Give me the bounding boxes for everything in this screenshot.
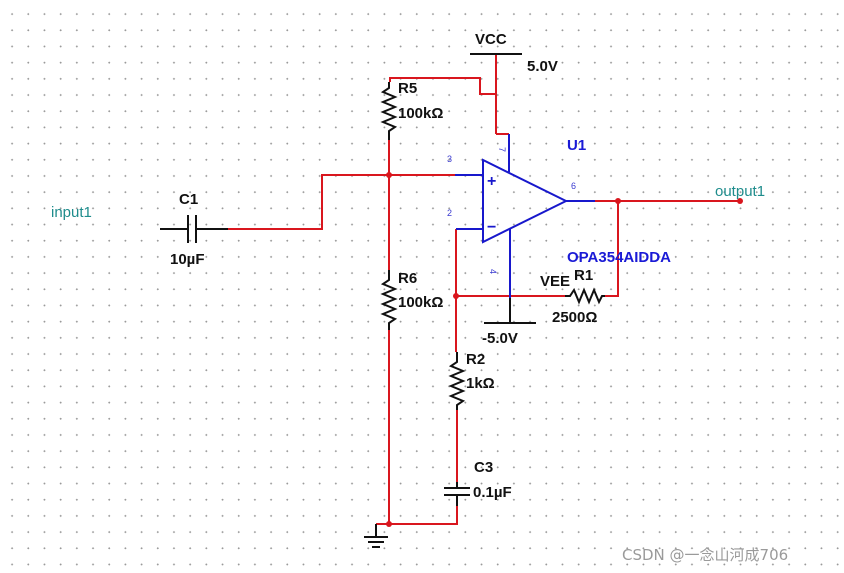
wire-r5-to-vcc xyxy=(389,77,496,95)
input-port-label[interactable]: input1 xyxy=(51,204,92,221)
junction-dot xyxy=(615,198,621,204)
wire-gnd-rail xyxy=(376,506,458,525)
vee-value: -5.0V xyxy=(482,330,518,347)
junction-dot xyxy=(453,293,459,299)
vcc-value: 5.0V xyxy=(527,58,558,75)
minus-sign: − xyxy=(487,219,496,236)
r5-label: R5 xyxy=(398,80,417,97)
u1-label: U1 xyxy=(567,137,586,154)
output-port-dot[interactable] xyxy=(737,198,743,204)
r2-label: R2 xyxy=(466,351,485,368)
plus-sign: + xyxy=(487,173,496,190)
c1-value: 10µF xyxy=(170,251,205,268)
r6-label: R6 xyxy=(398,270,417,287)
junction-dot xyxy=(386,172,392,178)
pin-3-number: 3 xyxy=(447,154,452,164)
watermark: CSDN @一念山河成706 xyxy=(622,546,788,564)
vee-label: VEE xyxy=(540,273,570,290)
resistor-r1[interactable] xyxy=(565,287,605,305)
junctions xyxy=(386,172,743,527)
c3-value: 0.1µF xyxy=(473,484,512,501)
output-port-label[interactable]: output1 xyxy=(715,183,765,200)
wire-feedback xyxy=(605,201,619,297)
pin-2-number: 2 xyxy=(447,208,452,218)
c3-label: C3 xyxy=(474,459,493,476)
resistor-r6[interactable] xyxy=(380,270,398,330)
wires xyxy=(228,54,740,525)
u1-model: OPA354AIDDA xyxy=(567,249,671,266)
resistor-r2[interactable] xyxy=(448,352,466,410)
r1-label: R1 xyxy=(574,267,593,284)
opamp-triangle xyxy=(482,158,569,244)
junction-dot xyxy=(386,521,392,527)
resistor-r5[interactable] xyxy=(380,82,398,140)
r6-value: 100kΩ xyxy=(398,294,443,311)
capacitor-c1[interactable] xyxy=(160,215,228,243)
ground-icon[interactable] xyxy=(364,524,388,548)
r1-value: 2500Ω xyxy=(552,309,597,326)
pin-6-number: 6 xyxy=(571,181,576,191)
r2-value: 1kΩ xyxy=(466,375,495,392)
r5-value: 100kΩ xyxy=(398,105,443,122)
pin-7-number: 7 xyxy=(497,147,507,152)
vcc-label: VCC xyxy=(475,31,507,48)
pin-4-number: 4 xyxy=(488,269,498,274)
wire-input-to-noninv xyxy=(228,174,470,230)
c1-label: C1 xyxy=(179,191,198,208)
opamp-u1[interactable]: + − xyxy=(455,134,595,298)
capacitor-c3[interactable] xyxy=(444,482,470,506)
